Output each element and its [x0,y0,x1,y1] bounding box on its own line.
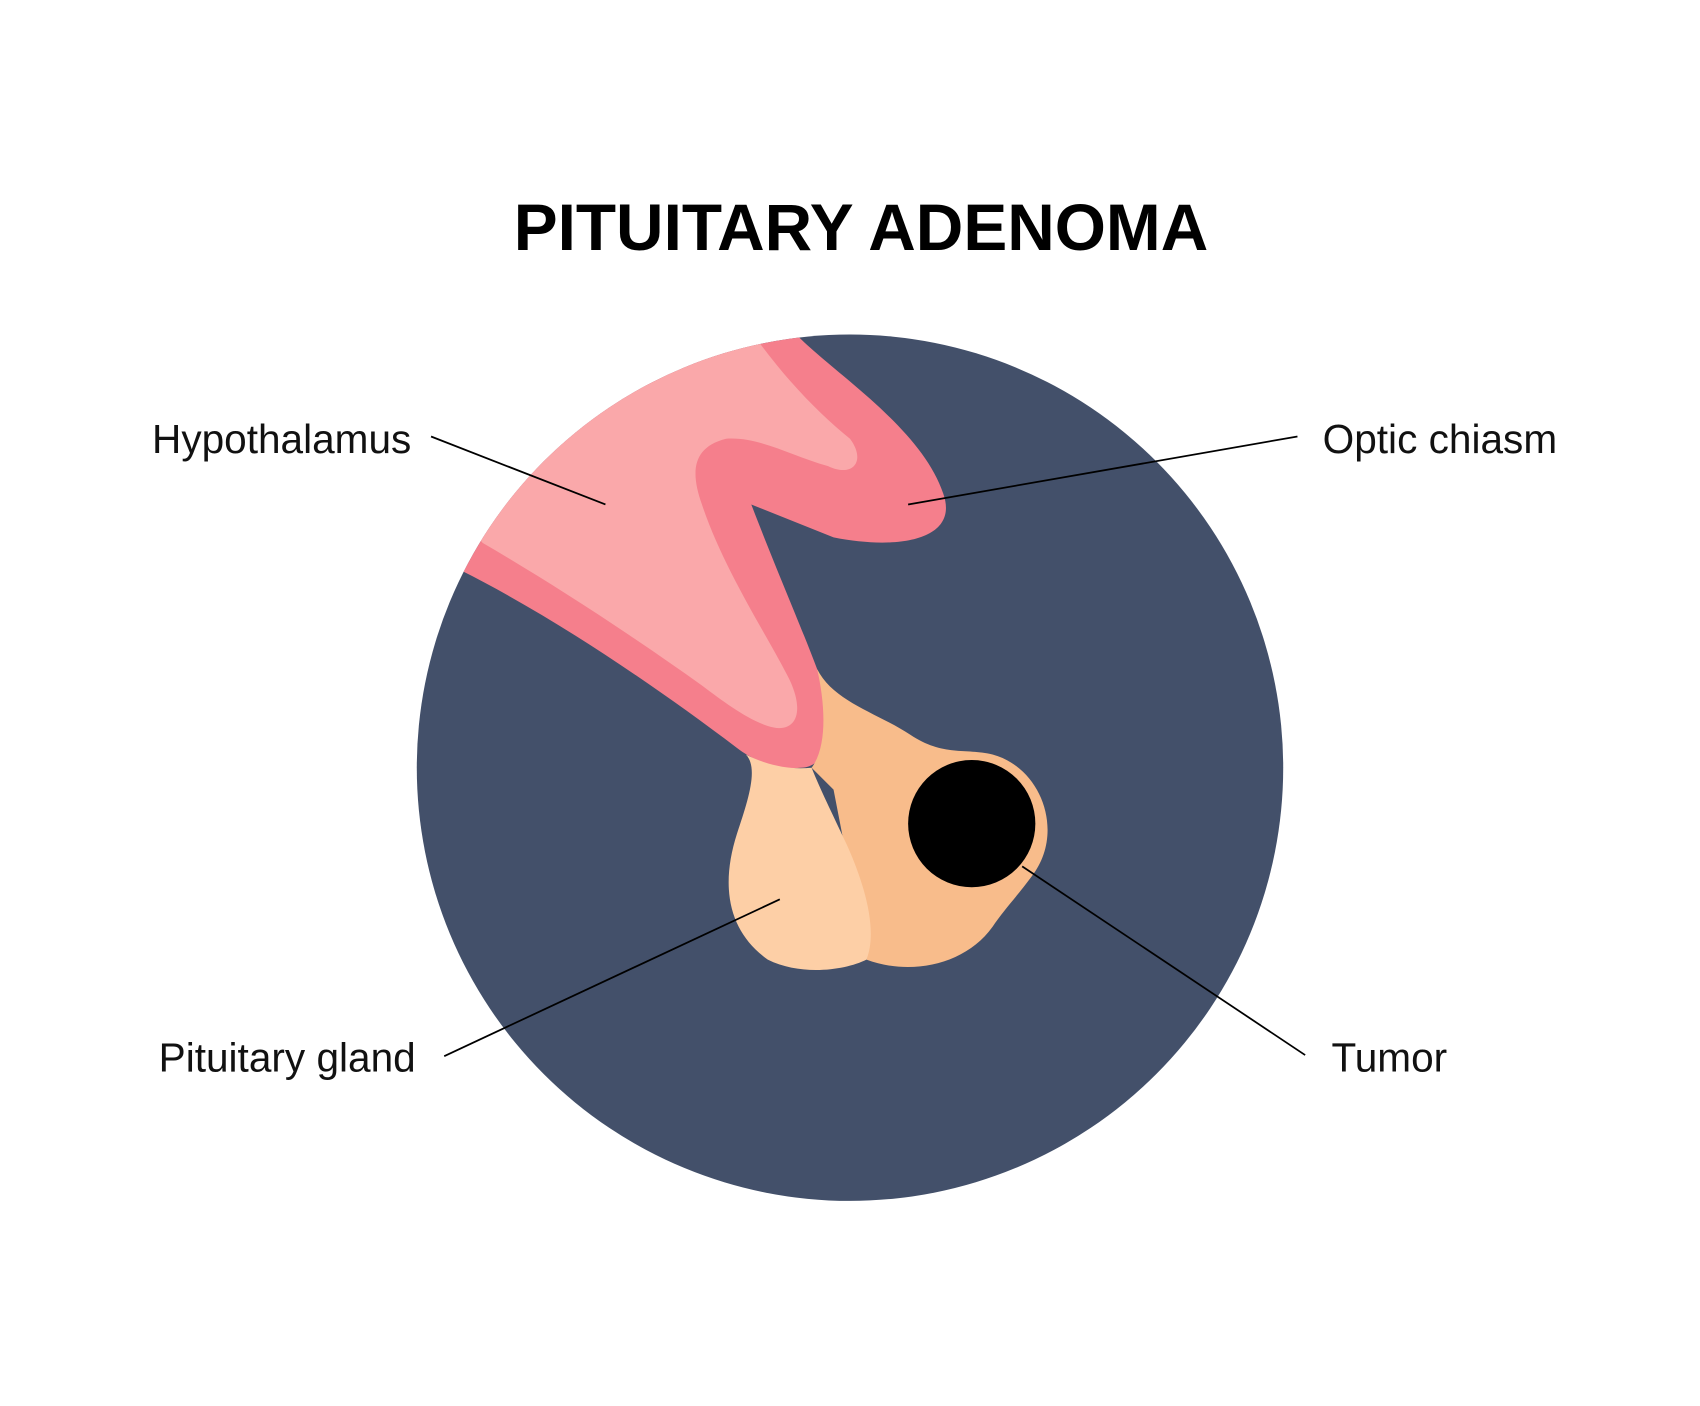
pituitary-gland-label: Pituitary gland [159,1034,416,1080]
hypothalamus-label: Hypothalamus [152,416,411,462]
tumor-leader-line [1021,865,1306,1056]
diagram-title: PITUITARY ADENOMA [514,190,1209,264]
hypothalamus-leader-line [430,435,606,506]
tumor [908,760,1036,888]
optic-chiasm-label: Optic chiasm [1323,416,1557,462]
pituitary-gland-leader-line [443,898,781,1057]
tumor-label: Tumor [1331,1034,1447,1080]
optic-chiasm-leader-line [907,435,1298,506]
